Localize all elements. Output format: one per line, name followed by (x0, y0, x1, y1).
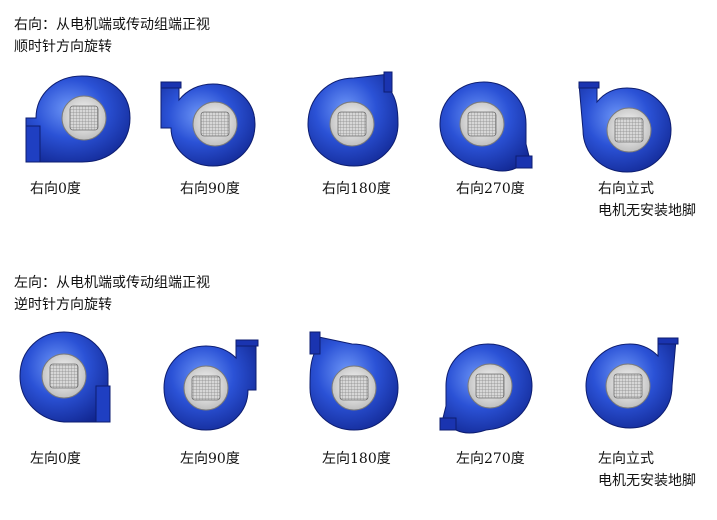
right-180-degree-label: 右向180度 (322, 178, 391, 200)
left-180-degree-fan-diagram (306, 331, 426, 436)
right-vertical-label: 右向立式 电机无安装地脚 (598, 178, 696, 222)
left-hand-heading-line2: 逆时针方向旋转 (14, 297, 112, 313)
left-180-degree-label: 左向180度 (322, 448, 391, 470)
right-90-degree-label: 右向90度 (180, 178, 240, 200)
left-0-degree-fan-diagram (14, 326, 134, 430)
left-90-degree-fan-diagram (160, 338, 280, 442)
centrifugal-fan-housing-icon (439, 81, 533, 172)
right-180-degree-fan-diagram (298, 70, 418, 174)
fan-label-line1: 左向180度 (322, 451, 391, 467)
fan-label-line2: 电机无安装地脚 (598, 203, 696, 219)
fan-label-line2: 电机无安装地脚 (598, 473, 696, 489)
centrifugal-fan-housing-icon (585, 337, 679, 429)
right-270-degree-label: 右向270度 (456, 178, 525, 200)
centrifugal-fan-housing-icon (309, 331, 399, 431)
fan-label-line1: 左向0度 (30, 451, 81, 467)
fan-label-line1: 右向立式 (598, 181, 654, 197)
right-0-degree-fan-diagram (22, 70, 142, 174)
centrifugal-fan-housing-icon (439, 343, 533, 434)
fan-label-line1: 右向180度 (322, 181, 391, 197)
centrifugal-fan-housing-icon (578, 81, 672, 173)
right-vertical-fan-diagram (575, 80, 695, 184)
left-270-degree-label: 左向270度 (456, 448, 525, 470)
right-0-degree-label: 右向0度 (30, 178, 81, 200)
right-hand-heading-line1: 右向：从电机端或传动组端正视 (14, 17, 210, 33)
fan-label-line1: 右向0度 (30, 181, 81, 197)
fan-label-line1: 右向90度 (180, 181, 240, 197)
fan-label-line1: 左向90度 (180, 451, 240, 467)
centrifugal-fan-housing-icon (160, 81, 256, 167)
fan-label-line1: 左向270度 (456, 451, 525, 467)
left-vertical-fan-diagram (580, 336, 700, 440)
right-90-degree-fan-diagram (155, 76, 275, 180)
left-90-degree-label: 左向90度 (180, 448, 240, 470)
centrifugal-fan-housing-icon (19, 331, 111, 423)
left-vertical-label: 左向立式 电机无安装地脚 (598, 448, 696, 492)
left-hand-section-heading: 左向：从电机端或传动组端正视 逆时针方向旋转 (14, 272, 210, 316)
centrifugal-fan-housing-icon (307, 71, 399, 167)
centrifugal-fan-housing-icon (163, 339, 259, 431)
fan-label-line1: 右向270度 (456, 181, 525, 197)
right-270-degree-fan-diagram (432, 76, 552, 180)
left-hand-heading-line1: 左向：从电机端或传动组端正视 (14, 275, 210, 291)
left-270-degree-fan-diagram (439, 338, 560, 442)
right-hand-heading-line2: 顺时针方向旋转 (14, 39, 112, 55)
fan-label-line1: 左向立式 (598, 451, 654, 467)
centrifugal-fan-housing-icon (25, 75, 131, 163)
left-0-degree-label: 左向0度 (30, 448, 81, 470)
right-hand-section-heading: 右向：从电机端或传动组端正视 顺时针方向旋转 (14, 14, 210, 58)
